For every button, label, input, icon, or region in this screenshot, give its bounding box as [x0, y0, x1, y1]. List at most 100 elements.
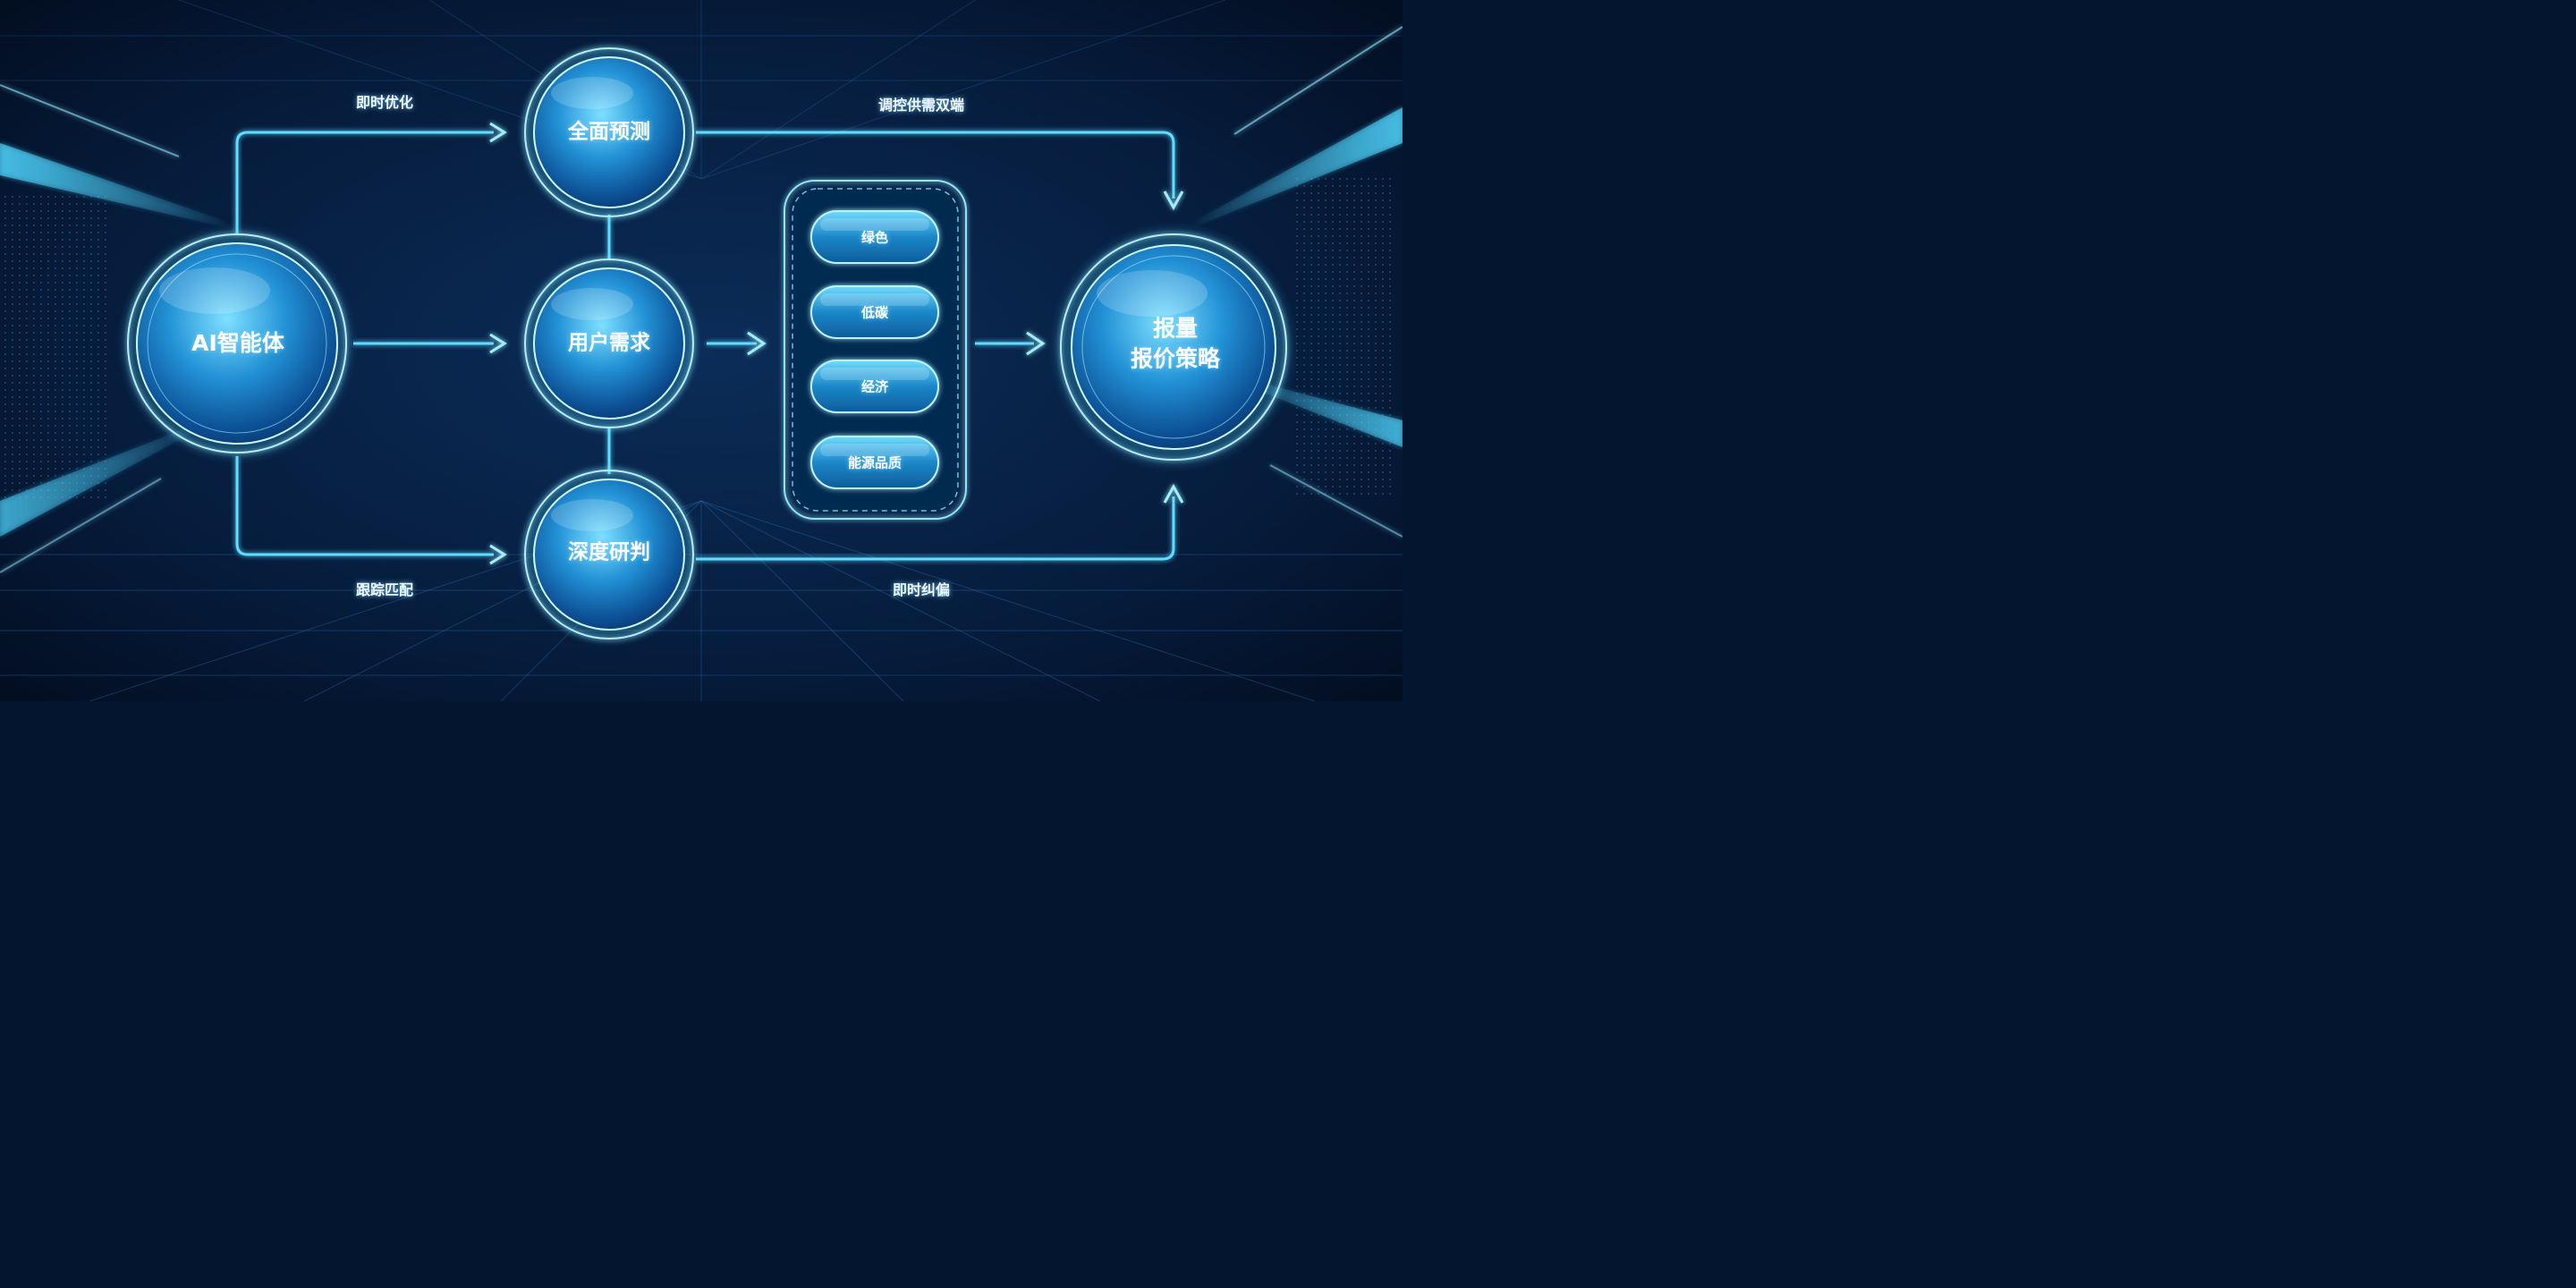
panel-dot: [1318, 350, 1319, 352]
panel-dot: [47, 210, 49, 212]
arrowheads: [489, 122, 1184, 565]
panel-dot: [1382, 386, 1384, 387]
panel-dot: [1353, 214, 1355, 216]
panel-dot: [1310, 235, 1312, 237]
panel-dot: [1368, 364, 1369, 366]
panel-dot: [1375, 321, 1377, 323]
panel-dot: [1310, 321, 1312, 323]
panel-dot: [4, 425, 6, 427]
panel-dot: [1332, 486, 1334, 487]
panel-dot: [12, 432, 13, 434]
panel-dot: [1368, 471, 1369, 473]
panel-dot: [4, 339, 6, 341]
panel-dot: [1389, 350, 1391, 352]
panel-dot: [62, 368, 64, 369]
panel-dot: [1318, 228, 1319, 230]
panel-dot: [1382, 207, 1384, 208]
panel-dot: [105, 375, 106, 377]
arrowhead-down-to-strategy: [1163, 191, 1184, 211]
panel-dot: [26, 232, 28, 233]
panel-dot: [19, 432, 21, 434]
panel-dot: [1310, 278, 1312, 280]
panel-dot: [4, 275, 6, 276]
edge-realtime-correct: [696, 496, 1175, 561]
panel-dot: [69, 468, 71, 470]
panel-dot: [90, 475, 92, 477]
panel-dot: [83, 217, 85, 219]
panel-dot: [97, 225, 99, 226]
panel-dot: [1332, 285, 1334, 287]
panel-dot: [55, 339, 56, 341]
panel-dot: [97, 303, 99, 305]
panel-dot: [1368, 350, 1369, 352]
panel-dot: [1303, 199, 1305, 201]
panel-dot: [33, 389, 35, 391]
panel-dot: [62, 246, 64, 248]
panel-dot: [1332, 292, 1334, 294]
panel-dot: [83, 368, 85, 369]
panel-dot: [1325, 393, 1326, 394]
panel-dot: [97, 425, 99, 427]
panel-dot: [55, 453, 56, 455]
panel-dot: [33, 375, 35, 377]
panel-dot: [12, 310, 13, 312]
panel-dot: [19, 296, 21, 298]
panel-dot: [1375, 185, 1377, 187]
panel-dot: [1346, 328, 1348, 330]
panel-dot: [47, 411, 49, 412]
panel-dot: [1360, 378, 1362, 380]
panel-dot: [1346, 335, 1348, 337]
panel-dot: [83, 260, 85, 262]
panel-dot: [1389, 428, 1391, 430]
panel-dot: [33, 210, 35, 212]
panel-dot: [1325, 414, 1326, 416]
panel-dot: [1368, 321, 1369, 323]
panel-dot: [4, 418, 6, 419]
panel-dot: [26, 368, 28, 369]
panel-dot: [76, 489, 78, 491]
panel-dot: [4, 203, 6, 205]
panel-dot: [4, 325, 6, 326]
panel-dot: [105, 267, 106, 269]
panel-dot: [19, 339, 21, 341]
panel-dot: [40, 239, 42, 241]
panel-dot: [1353, 264, 1355, 266]
panel-dot: [69, 475, 71, 477]
panel-dot: [76, 267, 78, 269]
panel-dot: [1339, 228, 1341, 230]
panel-dot: [1360, 457, 1362, 459]
node-label-strategy: 报量 报价策略: [1131, 313, 1220, 374]
panel-dot: [83, 289, 85, 291]
panel-dot: [1389, 264, 1391, 266]
panel-dot: [69, 225, 71, 226]
panel-dot: [1318, 271, 1319, 273]
panel-dot: [1318, 207, 1319, 208]
panel-dot: [47, 368, 49, 369]
panel-dot: [1318, 471, 1319, 473]
panel-dot: [1296, 400, 1298, 402]
panel-dot: [1310, 386, 1312, 387]
panel-dot: [76, 282, 78, 284]
panel-dot: [76, 425, 78, 427]
panel-dot: [1353, 386, 1355, 387]
criteria-pills: [810, 210, 939, 489]
panel-dot: [1353, 343, 1355, 344]
pill-economy: [810, 360, 939, 413]
panel-dot: [69, 482, 71, 484]
panel-dot: [40, 332, 42, 334]
panel-dot: [69, 318, 71, 319]
panel-dot: [26, 296, 28, 298]
panel-dot: [47, 253, 49, 255]
panel-dot: [12, 461, 13, 462]
panel-dot: [97, 418, 99, 419]
panel-dot: [1339, 214, 1341, 216]
pill-label-energy-quality: 能源品质: [847, 454, 902, 471]
panel-dot: [55, 403, 56, 405]
panel-dot: [1375, 271, 1377, 273]
panel-dot: [40, 489, 42, 491]
panel-dot: [62, 439, 64, 441]
panel-dot: [76, 432, 78, 434]
panel-dot: [62, 446, 64, 448]
panel-dot: [76, 382, 78, 384]
panel-dot: [1382, 335, 1384, 337]
